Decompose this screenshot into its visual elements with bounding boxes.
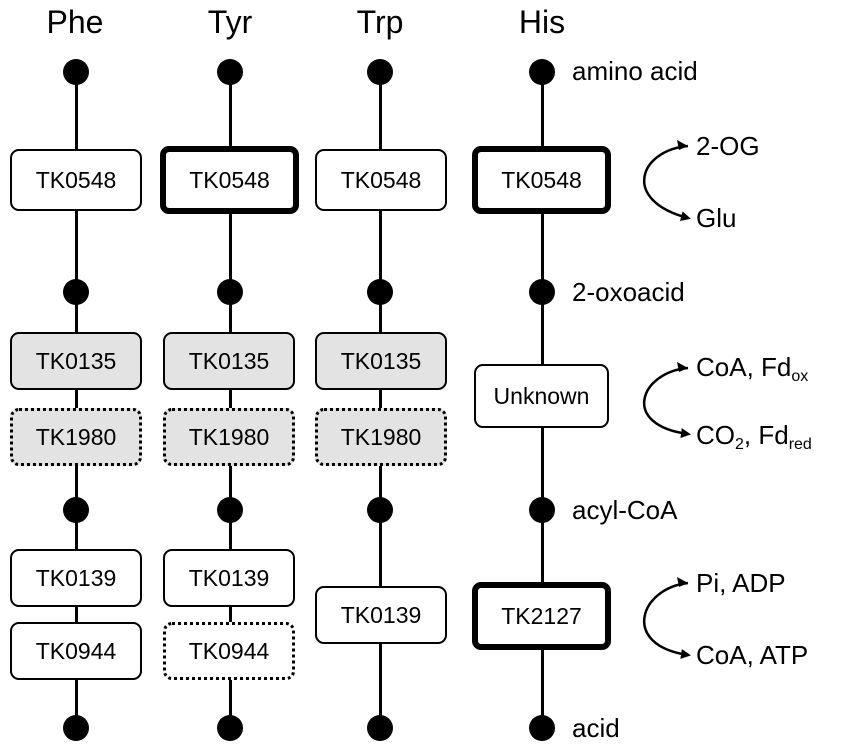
- pathway-line-trp: [379, 72, 382, 730]
- cofactor-text-coa-fd: CoA, Fd: [696, 352, 792, 382]
- metabolite-label-amino-acid: amino acid: [572, 56, 698, 86]
- enzyme-box-phe-tk0139: TK0139: [10, 549, 142, 607]
- cofactor-text-fd: , Fd: [743, 420, 789, 450]
- enzyme-box-trp-tk0548: TK0548: [315, 149, 447, 211]
- enzyme-box-tyr-tk0135: TK0135: [163, 332, 295, 390]
- curved-arrow-step3: [643, 581, 691, 659]
- column-header-tyr: Tyr: [207, 4, 253, 40]
- column-header-his: His: [518, 4, 566, 40]
- node-phe-acyl-coa: [63, 497, 89, 523]
- enzyme-box-phe-tk1980: TK1980: [10, 408, 142, 466]
- cofactor-label-co2-fdred: CO2, Fdred: [696, 420, 812, 454]
- enzyme-box-trp-tk1980: TK1980: [315, 408, 447, 466]
- curved-arrow-step1: [643, 144, 691, 222]
- cofactor-sub-red: red: [788, 436, 812, 453]
- cofactor-sub-ox: ox: [791, 368, 809, 385]
- node-his-amino-acid: [529, 59, 555, 85]
- enzyme-box-trp-tk0135: TK0135: [315, 332, 447, 390]
- curved-arrow-step2: [643, 366, 691, 439]
- metabolite-label-2-oxoacid: 2-oxoacid: [572, 277, 685, 307]
- metabolite-label-acid: acid: [572, 713, 620, 743]
- pathway-line-phe: [75, 72, 78, 730]
- pathway-line-tyr: [229, 72, 232, 730]
- enzyme-box-tyr-tk0139: TK0139: [163, 549, 295, 607]
- enzyme-box-tyr-tk0548: TK0548: [160, 146, 299, 214]
- cofactor-text-co: CO: [696, 420, 735, 450]
- node-trp-amino-acid: [367, 59, 393, 85]
- column-header-phe: Phe: [46, 4, 104, 40]
- enzyme-box-his-unknown: Unknown: [474, 364, 609, 428]
- node-his-acyl-coa: [529, 497, 555, 523]
- enzyme-box-phe-tk0944: TK0944: [10, 622, 142, 680]
- enzyme-box-his-tk2127: TK2127: [472, 582, 611, 650]
- cofactor-label-2-og: 2-OG: [696, 131, 760, 161]
- node-phe-oxoacid: [63, 279, 89, 305]
- enzyme-box-tyr-tk0944: TK0944: [163, 622, 295, 680]
- node-phe-acid: [63, 715, 89, 741]
- cofactor-label-pi-adp: Pi, ADP: [696, 568, 786, 598]
- cofactor-label-coa-fdox: CoA, Fdox: [696, 352, 808, 386]
- enzyme-box-tyr-tk1980: TK1980: [163, 408, 295, 466]
- cofactor-label-coa-atp: CoA, ATP: [696, 640, 809, 670]
- enzyme-box-trp-tk0139: TK0139: [315, 586, 447, 644]
- node-trp-oxoacid: [367, 279, 393, 305]
- metabolite-label-acyl-coa: acyl-CoA: [572, 495, 678, 525]
- enzyme-box-phe-tk0135: TK0135: [10, 332, 142, 390]
- enzyme-box-phe-tk0548: TK0548: [10, 149, 142, 211]
- enzyme-box-his-tk0548: TK0548: [472, 146, 611, 214]
- node-his-oxoacid: [529, 279, 555, 305]
- cofactor-sub-2: 2: [735, 436, 744, 453]
- node-tyr-acid: [217, 715, 243, 741]
- node-trp-acyl-coa: [367, 497, 393, 523]
- node-his-acid: [529, 715, 555, 741]
- node-trp-acid: [367, 715, 393, 741]
- node-tyr-acyl-coa: [217, 497, 243, 523]
- node-tyr-amino-acid: [217, 59, 243, 85]
- cofactor-label-glu: Glu: [696, 203, 737, 233]
- node-tyr-oxoacid: [217, 279, 243, 305]
- node-phe-amino-acid: [63, 59, 89, 85]
- column-header-trp: Trp: [356, 4, 404, 40]
